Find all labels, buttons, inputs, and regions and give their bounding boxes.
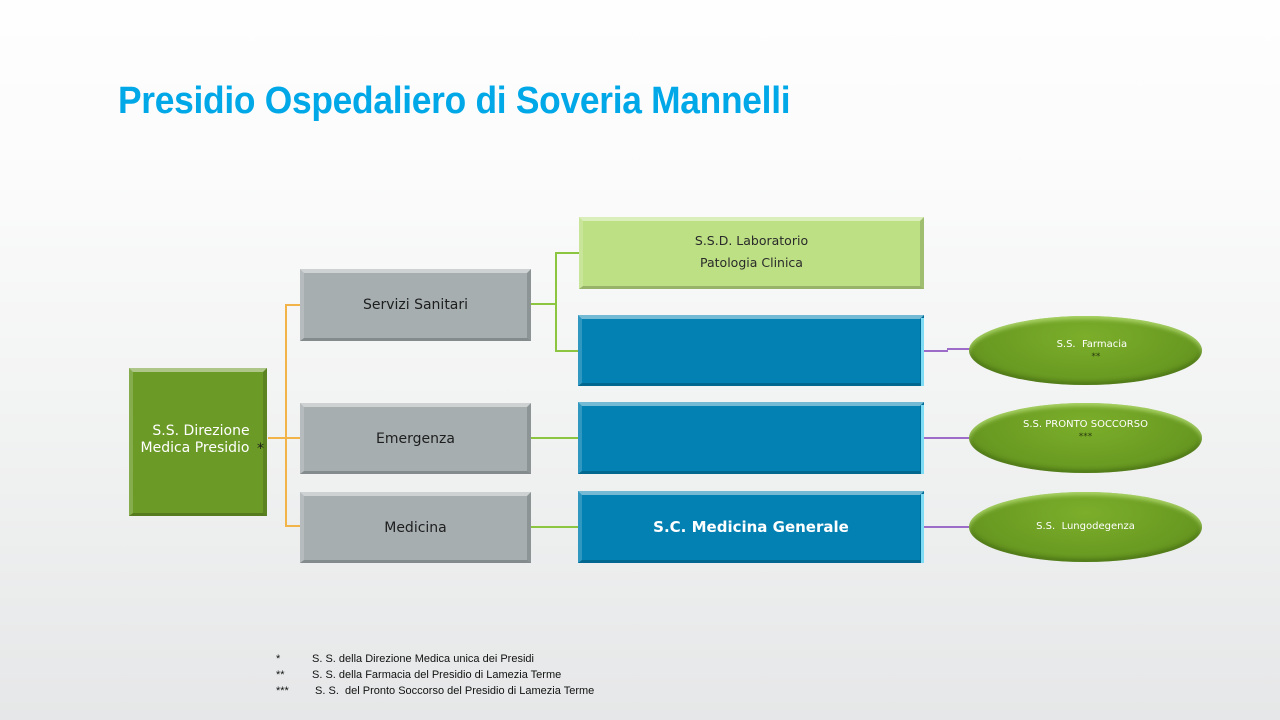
unit-label-line1: S.S.D. Laboratorio [694,233,809,248]
connector-to-servizi [285,304,301,306]
connector-root-trunk [285,304,287,526]
connector-emergenza-to-blue [531,437,580,439]
subunit-label: S.S. PRONTO SOCCORSO [1023,419,1148,430]
unit-medicina-generale[interactable]: S.C. Medicina Generale [578,491,924,563]
footnote-text: S. S. della Direzione Medica unica dei P… [312,653,534,665]
department-emergenza[interactable]: Emergenza [300,403,531,474]
root-node-line2: Medica Presidio [140,440,250,456]
connector-to-laboratorio [555,252,580,254]
connector-to-farmacia-b [947,348,972,350]
footnote-text: S. S. della Farmacia del Presidio di Lam… [312,669,562,681]
connector-to-medicina [285,525,301,527]
connector-to-farmacia-a [923,350,948,352]
page-title: Presidio Ospedaliero di Soveria Mannelli [118,80,791,122]
connector-servizi-trunk [555,252,557,351]
department-label: Medicina [384,519,447,536]
connector-to-emergenza [285,437,301,439]
unit-servizi-blank[interactable] [578,315,924,386]
connector-root-stub [268,437,286,439]
footnotes: * S. S. della Direzione Medica unica dei… [276,651,594,699]
footnote-row: *** S. S. del Pronto Soccorso del Presid… [276,683,594,699]
department-label: Emergenza [376,430,455,447]
unit-label-line2: Patologia Clinica [700,255,803,270]
subunit-label: S.S. Lungodegenza [1036,521,1135,532]
connector-to-servizi-blue [555,350,580,352]
subunit-pronto-soccorso[interactable]: S.S. PRONTO SOCCORSO *** [969,403,1202,473]
connector-to-pronto-soccorso [923,437,973,439]
unit-laboratorio-patologia-clinica[interactable]: S.S.D. Laboratorio Patologia Clinica [579,217,924,289]
root-node-direzione-medica[interactable]: S.S. Direzione Medica Presidio [129,368,267,516]
department-label: Servizi Sanitari [362,297,469,313]
connector-medicina-to-blue [531,526,580,528]
footnote-mark: *** [276,685,289,697]
department-medicina[interactable]: Medicina [300,492,531,563]
root-node-footnote-mark: * [257,441,264,457]
subunit-label: S.S. Farmacia [1056,338,1128,350]
subunit-lungodegenza[interactable]: S.S. Lungodegenza [969,492,1202,562]
subunit-farmacia[interactable]: S.S. Farmacia ** [969,316,1202,385]
footnote-row: ** S. S. della Farmacia del Presidio di … [276,667,594,683]
subunit-footnote-mark: ** [1091,351,1101,362]
footnote-mark: * [276,653,281,665]
connector-to-lungodegenza [923,526,973,528]
unit-emergenza-blank[interactable] [578,402,924,474]
root-node-line1: S.S. Direzione [152,423,250,439]
connector-servizi-stub [531,303,556,305]
department-servizi-sanitari[interactable]: Servizi Sanitari [300,269,531,341]
subunit-footnote-mark: *** [1078,432,1093,442]
footnote-row: * S. S. della Direzione Medica unica dei… [276,651,594,667]
unit-label: S.C. Medicina Generale [653,518,849,536]
footnote-mark: ** [276,669,285,681]
footnote-text: S. S. del Pronto Soccorso del Presidio d… [312,685,595,697]
